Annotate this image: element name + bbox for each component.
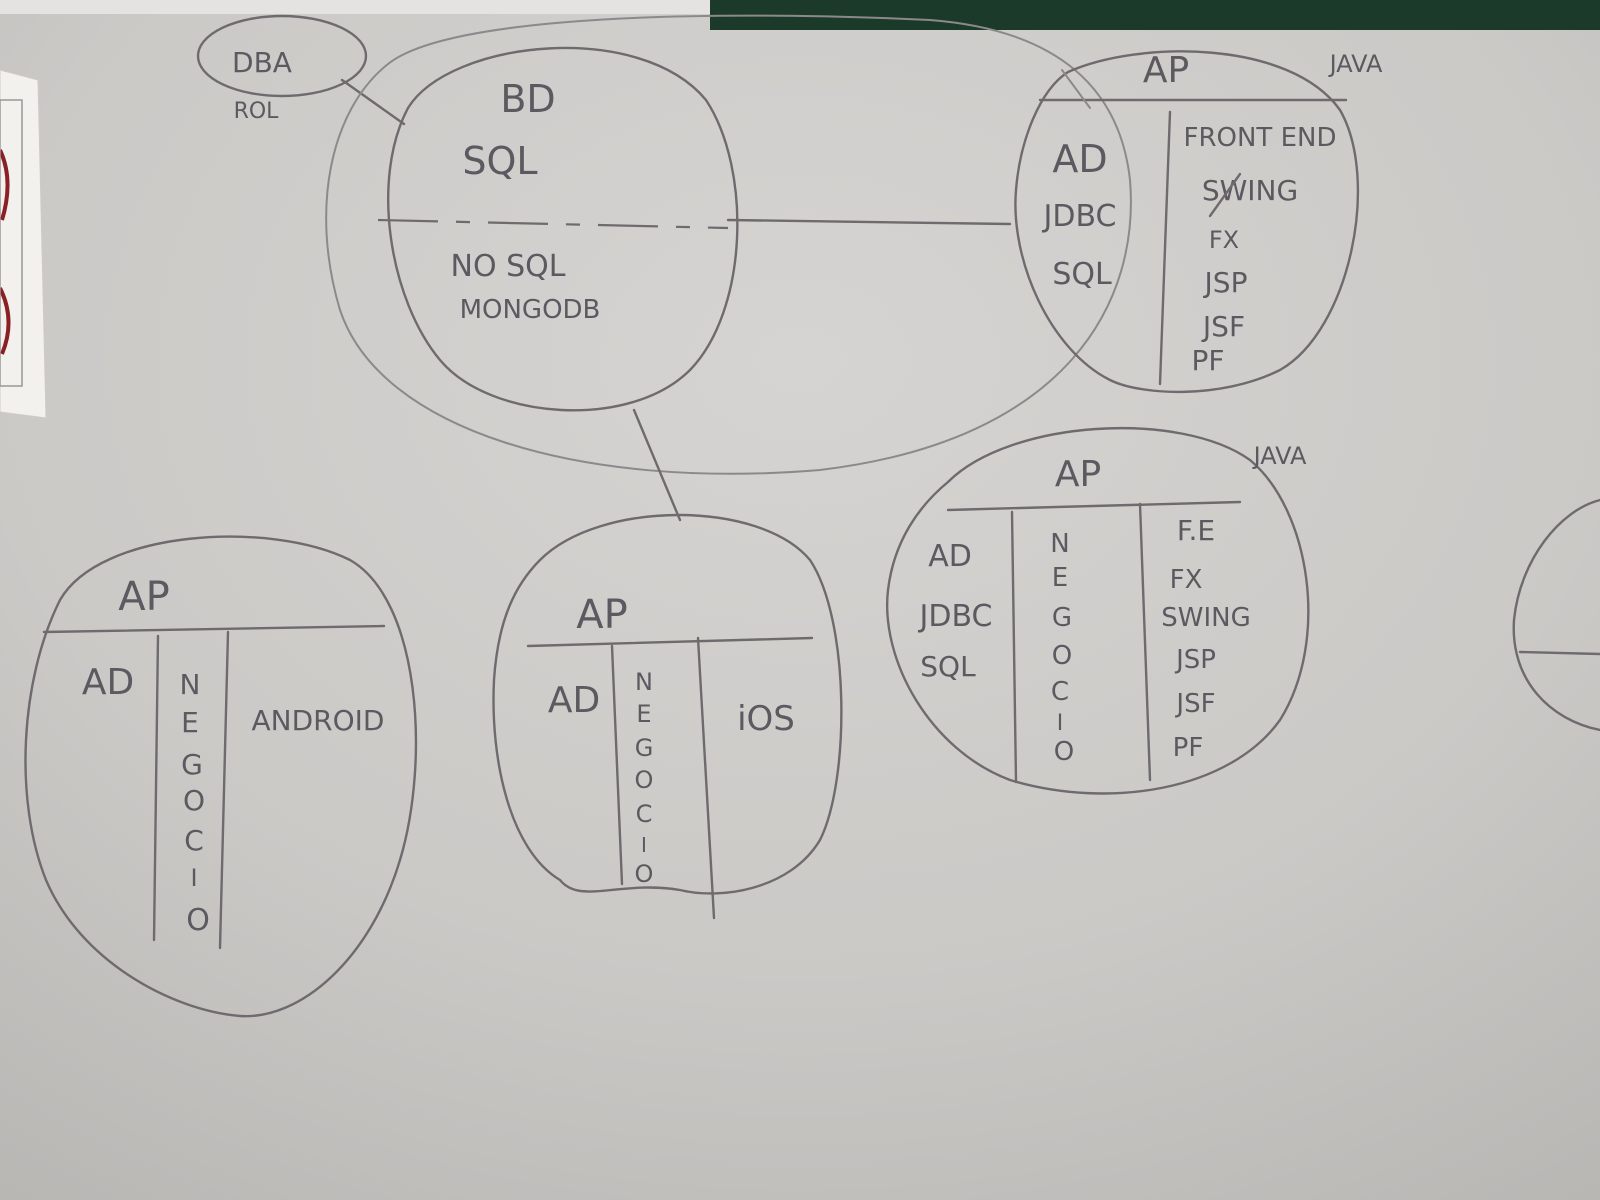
ap-java-mid-circle [885,426,1310,795]
ap-android-left: AD [82,662,134,703]
ap-java-mid: AP JAVA AD JDBC SQL N E G O C I O F.E FX… [885,426,1310,795]
ap-java-mid-right-2: FX [1170,565,1203,595]
partial-circle-line [1518,650,1600,656]
ap-ios-column-line-1 [610,644,624,886]
dba-connector [340,78,406,126]
ap-java-top-lang: JAVA [1328,50,1383,78]
ap-java-top-stroke [1061,69,1091,109]
ap-ios-negocio-7: O [635,860,654,888]
ap-java-mid-header-line [946,500,1242,512]
ap-ios-negocio-6: I [641,833,647,857]
ap-java-top-item-fx: FX [1209,226,1239,254]
ap-android-title: AP [118,574,169,620]
rol-label: ROL [234,99,280,124]
ap-android-negocio-5: C [184,824,204,857]
top-green-frame [710,0,1600,30]
ap-java-mid-negocio-6: I [1057,711,1064,736]
note-frame [0,99,23,387]
ap-android-column-line-2 [218,630,230,950]
ap-ios-negocio-2: E [636,700,651,728]
ap-ios-negocio-3: G [635,734,654,762]
ap-ios-negocio-1: N [635,668,653,696]
ap-java-mid-right-6: PF [1173,733,1204,763]
outer-group-ellipse [325,14,1132,475]
ap-android-negocio-7: O [186,903,210,938]
mongodb-label: MONGODB [460,295,601,325]
ap-android-header-line [42,624,386,634]
ap-android: AP AD N E G O C I O ANDROID [24,535,418,1018]
ap-java-mid-right-4: JSP [1174,645,1216,675]
sql-label: SQL [462,139,537,183]
ap-java-top-left-2: JDBC [1042,199,1117,234]
ap-java-top-item-pf: PF [1192,344,1225,377]
ap-android-negocio-4: O [183,784,205,817]
ap-ios-negocio-5: C [636,800,653,828]
ap-java-mid-negocio-1: N [1050,529,1069,559]
ap-java-top-item-swing: SWING [1202,174,1298,207]
ap-java-top-item-jsf: JSF [1201,310,1245,343]
nosql-label: NO SQL [451,249,566,284]
ap-java-mid-title: AP [1055,454,1101,495]
swing-strikethrough [1208,172,1242,218]
ap-android-negocio-1: N [180,668,201,701]
pinned-paper-note [0,69,47,419]
ap-java-mid-right-1: F.E [1177,514,1215,547]
dba-ellipse [196,14,368,98]
database-divider [377,218,729,230]
ap-ios-column-line-2 [696,636,716,920]
ap-java-top-title: AP [1143,50,1189,91]
ap-java-mid-column-line-2 [1138,502,1152,782]
connector-db-to-ap-ios [632,408,682,522]
ap-java-top-left-1: AD [1052,137,1107,181]
partial-circle-right [1512,498,1600,732]
ap-java-mid-negocio-5: C [1051,677,1069,707]
ap-java-top-item-jsp: JSP [1203,266,1248,299]
partial-circle-arc [1512,498,1600,732]
ap-java-mid-lang: JAVA [1252,442,1307,470]
database-bubble: BD SQL NO SQL MONGODB [377,46,739,412]
connector-db-to-ap-java [726,218,1012,226]
ap-java-mid-negocio-4: O [1052,641,1072,671]
ap-ios-platform: iOS [737,699,795,739]
ap-java-mid-left-3: SQL [920,650,976,683]
ap-java-top: AP JAVA AD JDBC SQL FRONT END SWING FX J… [1014,50,1383,394]
ap-android-negocio-6: I [190,864,197,892]
ap-java-mid-negocio-3: G [1052,603,1072,633]
ap-android-column-line-1 [152,634,160,942]
ap-java-mid-column-line-1 [1010,510,1018,784]
ap-ios-header-line [526,636,814,648]
ap-android-negocio-2: E [181,706,199,739]
note-red-mark-2 [0,287,11,355]
ap-android-circle [24,535,418,1018]
database-circle [387,46,739,412]
ap-android-platform: ANDROID [252,704,385,737]
ap-ios: AP AD N E G O C I O iOS [492,513,843,920]
ap-java-mid-negocio-2: E [1052,563,1068,593]
dba-label: DBA [232,46,292,79]
ap-java-top-front-end: FRONT END [1184,123,1337,153]
ap-ios-circle [492,513,843,895]
ap-java-top-column-line [1158,110,1172,386]
ap-java-top-left-3: SQL [1052,257,1112,292]
ap-java-mid-left-1: AD [928,539,972,574]
ap-ios-negocio-4: O [635,766,654,794]
ap-ios-left: AD [548,680,600,721]
ap-java-mid-left-2: JDBC [918,599,993,634]
ap-android-negocio-3: G [181,748,203,781]
dba-role-bubble: DBA ROL [196,14,406,126]
note-red-mark-1 [0,149,10,221]
ap-java-mid-negocio-7: O [1054,737,1074,767]
bd-label: BD [500,77,555,121]
top-paper-edge [0,0,710,14]
ap-java-mid-right-5: JSF [1174,689,1215,719]
ap-java-mid-right-3: SWING [1161,603,1250,633]
ap-java-top-circle [1014,50,1359,394]
ap-ios-title: AP [576,592,627,638]
